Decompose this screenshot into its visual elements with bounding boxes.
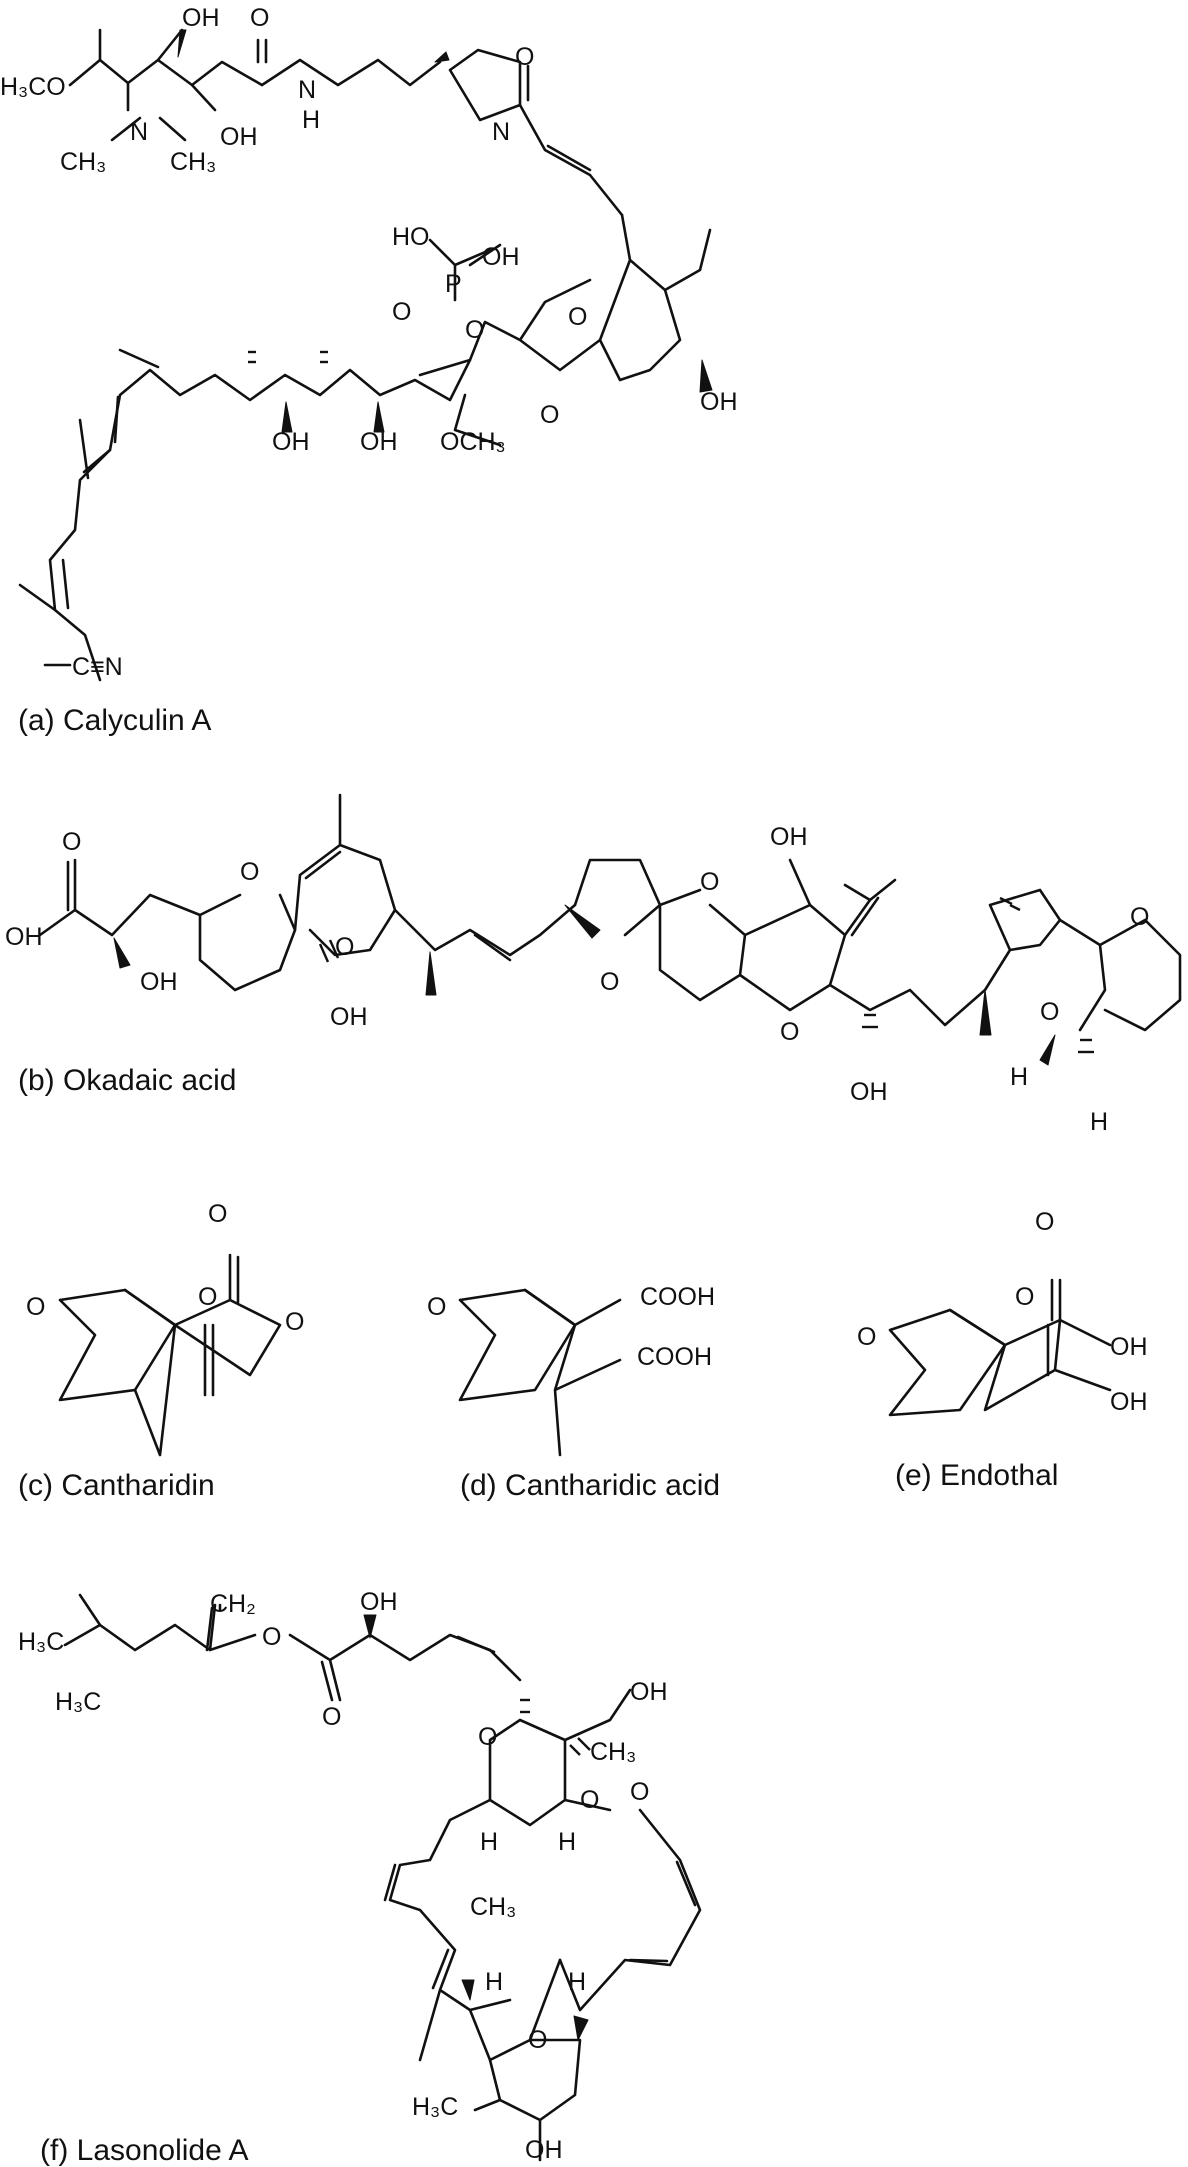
label-o: O [857, 1323, 876, 1351]
caption-d: (d) Cantharidic acid [460, 1469, 720, 1502]
label-ch3: CH₃ [170, 148, 216, 176]
structure-lasonolide-a: CH₂ H₃C H₃C O O OH OH O CH₃ O H H O CH₃ … [18, 1588, 702, 2167]
label-oh: OH [525, 2136, 563, 2164]
label-h3c: H₃C [412, 2093, 458, 2121]
label-h: H [485, 1968, 503, 1996]
label-o: O [580, 1786, 599, 1814]
structure-calyculin-a: OH O H₃CO N H N OH CH₃ CH₃ O N HO OH P O… [0, 4, 738, 737]
caption-b: (b) Okadaic acid [18, 1064, 236, 1097]
label-oh: OH [630, 1678, 668, 1706]
label-o: O [427, 1293, 446, 1321]
label-oh: OH [360, 428, 398, 456]
label-o: O [392, 298, 411, 326]
label-ch3: CH₃ [60, 148, 106, 176]
label-ch3: CH₃ [470, 1893, 516, 1921]
label-o: O [285, 1308, 304, 1336]
label-o: O [1130, 903, 1149, 931]
label-oh: OH [360, 1588, 398, 1616]
structure-endothal: O O O OH OH (e) Endothal [857, 1208, 1148, 1492]
label-oh: OH [850, 1078, 888, 1106]
label-cooh: COOH [637, 1343, 712, 1371]
label-o: O [1040, 998, 1059, 1026]
label-n: N [130, 118, 148, 146]
label-o: O [465, 316, 484, 344]
label-h3c: H₃C [55, 1688, 101, 1716]
label-oh: OH [182, 4, 220, 32]
label-h3co: H₃CO [0, 73, 66, 101]
label-h: H [558, 1828, 576, 1856]
label-p: P [445, 270, 462, 298]
label-oh: OH [220, 123, 258, 151]
label-o: O [630, 1778, 649, 1806]
label-oh: OH [140, 968, 178, 996]
structure-cantharidin: O O O O (c) Cantharidin [18, 1200, 304, 1502]
label-oh: OH [330, 1003, 368, 1031]
label-oh: OH [1110, 1333, 1148, 1361]
label-oh: OH [700, 388, 738, 416]
label-h: H [480, 1828, 498, 1856]
label-o: O [478, 1723, 497, 1751]
label-ch3: CH₃ [590, 1738, 636, 1766]
label-cn: C≡N [72, 653, 123, 681]
label-o: O [528, 2026, 547, 2054]
label-oh: OH [5, 923, 43, 951]
caption-f: (f) Lasonolide A [40, 2134, 248, 2167]
label-ho: HO [392, 223, 430, 251]
label-o: O [1035, 1208, 1054, 1236]
caption-e: (e) Endothal [895, 1459, 1058, 1492]
label-o: O [600, 968, 619, 996]
label-h: H [568, 1968, 586, 1996]
label-cooh: COOH [640, 1283, 715, 1311]
label-oh: OH [770, 823, 808, 851]
label-o: O [262, 1623, 281, 1651]
label-h: H [1010, 1063, 1028, 1091]
label-n: N [298, 76, 316, 104]
label-o: O [700, 868, 719, 896]
label-o: O [1015, 1283, 1034, 1311]
label-o: O [515, 43, 534, 71]
label-o: O [568, 303, 587, 331]
label-o: O [322, 1703, 341, 1731]
label-n: N [492, 118, 510, 146]
label-ch2: CH₂ [210, 1590, 256, 1618]
label-oh: OH [1110, 1388, 1148, 1416]
label-oh: OH [272, 428, 310, 456]
label-o: O [335, 933, 354, 961]
label-o: O [240, 858, 259, 886]
structure-okadaic-acid: O OH OH O O OH O O OH O OH O O H H (b) O… [5, 793, 1182, 1136]
structure-cantharidic-acid: O COOH COOH (d) Cantharidic acid [427, 1283, 720, 1502]
label-o: O [62, 828, 81, 856]
label-oh: OH [482, 243, 520, 271]
label-o: O [198, 1283, 217, 1311]
label-o: O [780, 1018, 799, 1046]
label-h3c: H₃C [18, 1628, 64, 1656]
caption-a: (a) Calyculin A [18, 704, 211, 737]
label-o: O [26, 1293, 45, 1321]
label-och3: OCH₃ [440, 428, 506, 456]
label-o: O [208, 1200, 227, 1228]
label-h: H [302, 106, 320, 134]
label-o: O [540, 401, 559, 429]
caption-c: (c) Cantharidin [18, 1469, 215, 1502]
label-h: H [1090, 1108, 1108, 1136]
label-o: O [250, 4, 269, 32]
